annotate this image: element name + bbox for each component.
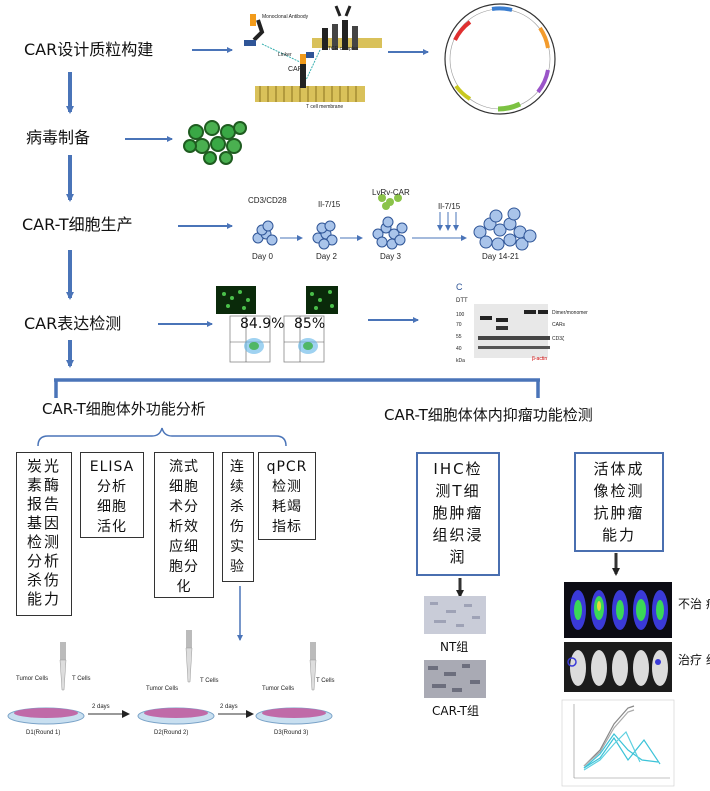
step-virus-preparation: 病毒制备 bbox=[26, 128, 91, 147]
wb-m3: 55 bbox=[456, 334, 462, 340]
design-mab: Monoclonal Antibody bbox=[262, 14, 309, 20]
step-plasmid-construction: CAR设计质粒构建 bbox=[24, 40, 154, 59]
serial-arrow-1: 2 days bbox=[92, 704, 110, 710]
box-serial-killing: 连 续 杀 伤 实 验 bbox=[222, 452, 254, 582]
serial-round-3: D3(Round 3) bbox=[274, 730, 309, 736]
label-treated-group: 治疗 组 bbox=[678, 653, 710, 667]
car-design-illustration bbox=[244, 5, 382, 102]
design-tcr: TCR complex bbox=[328, 46, 359, 52]
prod-il-1: Il-7/15 bbox=[318, 200, 341, 209]
wb-band-dimer: Dimer/monomer bbox=[552, 310, 588, 316]
serial-round-2: D2(Round 2) bbox=[154, 730, 189, 736]
step-car-t-production: CAR-T细胞生产 bbox=[22, 215, 133, 234]
serial-tumor-1: Tumor Cells bbox=[16, 676, 49, 682]
in-vitro-brace bbox=[37, 427, 287, 447]
serial-tcells-1: T Cells bbox=[72, 676, 91, 682]
box-elisa-activation: ELISA 分析 细胞 活化 bbox=[80, 452, 144, 538]
wb-panel-c: C bbox=[456, 282, 463, 292]
box-flow-differentiation: 流式 细胞 术分 析效 应细 胞分 化 bbox=[154, 452, 214, 598]
serial-tumor-3: Tumor Cells bbox=[262, 686, 295, 692]
section-in-vitro: CAR-T细胞体外功能分析 bbox=[42, 400, 206, 418]
car-t-production bbox=[252, 194, 537, 251]
label-untreated-group: 不治 疗组 bbox=[678, 597, 710, 611]
wb-dtt: DTT bbox=[456, 298, 468, 304]
box-ihc-infiltration: IHC检 测T细 胞肿瘤 组织浸 润 bbox=[416, 452, 500, 576]
label-nt-group: NT组 bbox=[440, 640, 469, 654]
flow-cytometry bbox=[216, 286, 338, 363]
wb-m4: 40 bbox=[456, 346, 462, 352]
flow-percent-1: 84.9% bbox=[240, 316, 285, 332]
prod-day14: Day 14-21 bbox=[482, 252, 519, 261]
prod-cd3cd28: CD3/CD28 bbox=[248, 196, 287, 205]
wb-actin: β-actin bbox=[532, 356, 548, 362]
plasmid-map bbox=[444, 3, 556, 115]
serial-arrow-2: 2 days bbox=[220, 704, 238, 710]
serial-tcells-2: T Cells bbox=[200, 678, 219, 684]
serial-round-1: D1(Round 1) bbox=[26, 730, 61, 736]
section-in-vivo: CAR-T细胞体体内抑瘤功能检测 bbox=[384, 406, 593, 424]
prod-day2: Day 2 bbox=[316, 252, 337, 261]
in-vivo-imaging bbox=[561, 582, 675, 787]
serial-killing-illustration bbox=[7, 630, 333, 725]
prod-day0: Day 0 bbox=[252, 252, 273, 261]
design-linker: Linker bbox=[278, 52, 292, 58]
step-car-expression: CAR表达检测 bbox=[24, 314, 122, 333]
wb-band-cars: CARs bbox=[552, 322, 566, 328]
ihc-images bbox=[424, 596, 486, 698]
western-blot bbox=[474, 304, 550, 358]
wb-band-cd3z: CD3ζ bbox=[552, 336, 565, 342]
label-cart-group: CAR-T组 bbox=[432, 704, 479, 718]
flow-percent-2: 85% bbox=[294, 316, 326, 332]
serial-tumor-2: Tumor Cells bbox=[146, 686, 179, 692]
design-car: CAR bbox=[288, 66, 303, 73]
virus-particles bbox=[183, 120, 247, 165]
design-membrane: T cell membrane bbox=[306, 104, 344, 110]
box-in-vivo-imaging: 活体成 像检测 抗肿瘤 能力 bbox=[574, 452, 664, 552]
box-qpcr-exhaustion: qPCR 检测 耗竭 指标 bbox=[258, 452, 316, 540]
prod-lvrv: LvRv-CAR bbox=[372, 188, 410, 197]
box-luciferase-killing: 炭光 素酶 报告 基因 检测 分析 杀伤 能力 bbox=[16, 452, 72, 616]
serial-tcells-3: T Cells bbox=[316, 678, 335, 684]
prod-day3: Day 3 bbox=[380, 252, 401, 261]
prod-il-2: Il-7/15 bbox=[438, 202, 461, 211]
wb-m2: 70 bbox=[456, 322, 462, 328]
wb-kda: kDa bbox=[456, 358, 465, 364]
wb-m1: 100 bbox=[456, 312, 465, 318]
branch-bracket bbox=[54, 378, 540, 398]
